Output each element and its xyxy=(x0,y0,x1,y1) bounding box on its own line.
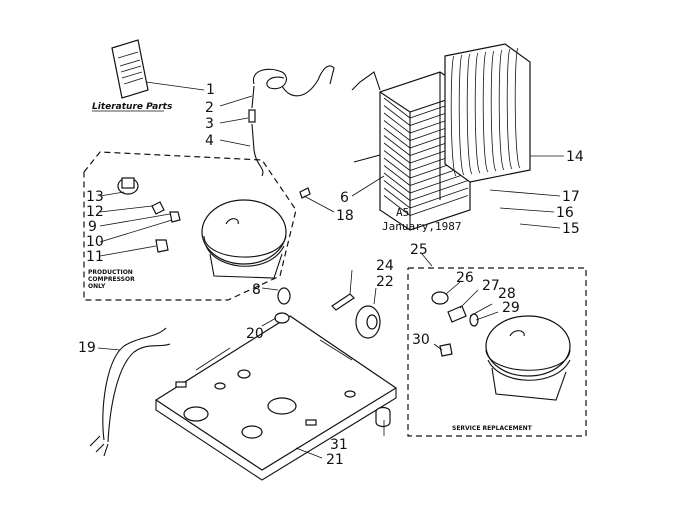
callout-27: 27 xyxy=(482,278,500,294)
grommet xyxy=(277,287,291,305)
literature-booklet: Literature Parts xyxy=(92,39,173,112)
evaporator-coil xyxy=(444,43,531,183)
callout-26: 26 xyxy=(456,270,474,286)
callout-24: 24 xyxy=(376,258,394,274)
evaporator-tube xyxy=(506,48,513,170)
production-note-line-1: PRODUCTION xyxy=(88,269,133,276)
callout-6: 6 xyxy=(340,190,349,206)
capillary-tubing xyxy=(248,65,335,177)
power-cord xyxy=(89,327,171,457)
evaporator-tube xyxy=(482,51,489,173)
service-note: SERVICE REPLACEMENT xyxy=(452,425,533,432)
overload-relay-parts xyxy=(117,177,181,253)
callout-1: 1 xyxy=(206,82,215,98)
callout-13: 13 xyxy=(86,189,104,205)
evaporator-tube xyxy=(498,49,505,171)
compressor-production xyxy=(201,199,287,279)
callout-3: 3 xyxy=(205,116,214,132)
callout-2: 2 xyxy=(205,100,214,116)
compressor-service xyxy=(485,315,571,401)
service-replacement-group: SERVICE REPLACEMENT xyxy=(407,267,587,437)
leader-lines xyxy=(97,81,564,459)
literature-label: Literature Parts xyxy=(92,102,173,112)
evaporator-tube xyxy=(458,54,465,176)
callout-15: 15 xyxy=(562,221,580,237)
callout-25: 25 xyxy=(410,242,428,258)
evaporator-tube xyxy=(514,47,521,169)
callout-29: 29 xyxy=(502,300,520,316)
production-note-line-3: ONLY xyxy=(88,283,106,290)
callout-8: 8 xyxy=(252,282,261,298)
rubber-foot xyxy=(375,406,391,428)
production-compressor-group: PRODUCTION COMPRESSOR ONLY xyxy=(83,151,297,301)
callout-28: 28 xyxy=(498,286,516,302)
production-note-line-2: COMPRESSOR xyxy=(88,276,135,283)
callout-21: 21 xyxy=(326,452,344,468)
callout-14: 14 xyxy=(566,149,584,165)
fan-clip xyxy=(331,293,355,311)
screw xyxy=(299,187,311,199)
callout-31: 31 xyxy=(330,437,348,453)
evaporator-tube xyxy=(474,52,481,174)
callout-12: 12 xyxy=(86,204,104,220)
callout-18: 18 xyxy=(336,208,354,224)
callout-4: 4 xyxy=(205,133,214,149)
callout-9: 9 xyxy=(88,219,97,235)
evaporator-tube xyxy=(490,50,497,172)
service-relay-parts xyxy=(431,291,479,357)
callout-numbers: 1 2 3 4 6 14 17 16 15 18 13 12 9 10 11 8… xyxy=(78,82,584,468)
callout-30: 30 xyxy=(412,332,430,348)
base-plate xyxy=(154,315,398,481)
mount-washer xyxy=(274,312,290,324)
callout-16: 16 xyxy=(556,205,574,221)
evaporator-tube xyxy=(466,53,473,175)
date-text: January,1987 xyxy=(382,220,461,233)
evaporator-tube xyxy=(450,55,457,177)
callout-20: 20 xyxy=(246,326,264,342)
callout-11: 11 xyxy=(86,249,104,265)
callout-17: 17 xyxy=(562,189,580,205)
filter-drier xyxy=(248,109,256,123)
callout-19: 19 xyxy=(78,340,96,356)
date-code: A5 xyxy=(396,206,409,219)
callout-10: 10 xyxy=(86,234,104,250)
callout-22: 22 xyxy=(376,274,394,290)
